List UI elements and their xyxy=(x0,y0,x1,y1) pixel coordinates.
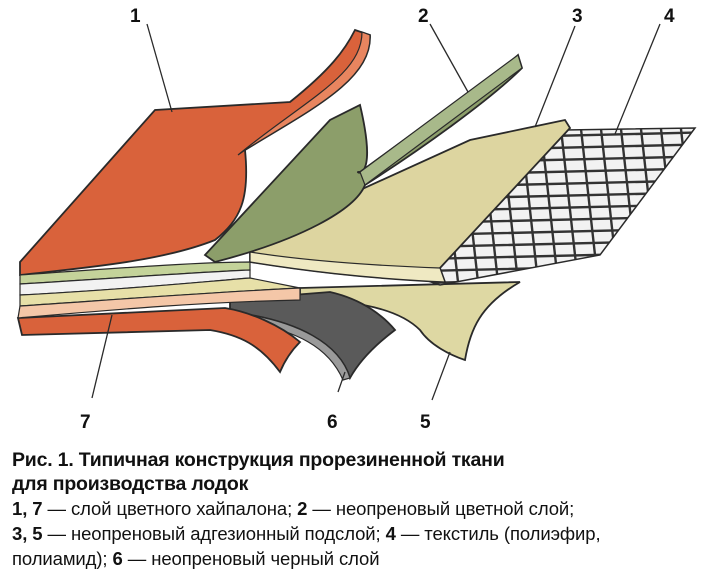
legend-text-3-5: — неопреновый адгезионный подслой; xyxy=(42,523,386,544)
callout-5: 5 xyxy=(420,412,431,433)
layer-stack-edge xyxy=(17,261,301,319)
caption-title: Рис. 1. Типичная конструкция прорезиненн… xyxy=(12,448,696,496)
layer-3-edge xyxy=(249,251,446,283)
callout-6: 6 xyxy=(327,412,338,433)
caption-legend: 1, 7 — слой цветного хайпалона; 2 — неоп… xyxy=(12,496,696,571)
layer-1-curl-edge xyxy=(237,31,371,156)
legend-text-4: — текстиль (полиэфир, полиамид); xyxy=(12,523,601,569)
figure-caption: Рис. 1. Типичная конструкция прорезиненн… xyxy=(12,448,696,571)
callout-1: 1 xyxy=(130,6,141,27)
leader-lines xyxy=(91,23,661,401)
caption-title-line-1: Рис. 1. Типичная конструкция прорезиненн… xyxy=(12,449,505,471)
caption-title-line-2: для производства лодок xyxy=(12,473,249,495)
legend-key-2: 2 xyxy=(297,498,308,519)
legend-text-2: — неопреновый цветной слой; xyxy=(307,498,575,519)
layer-7-hypalon-bottom xyxy=(16,307,302,374)
legend-text-1-7: — слой цветного хайпалона; xyxy=(42,498,298,519)
callout-2: 2 xyxy=(418,6,429,27)
legend-key-4: 4 xyxy=(385,523,396,544)
callout-4: 4 xyxy=(664,6,675,27)
legend-text-6: — неопреновый черный слой xyxy=(122,548,380,569)
legend-key-3-5: 3, 5 xyxy=(12,523,43,544)
legend-line-2: 3, 5 — неопреновый адгезионный подслой; … xyxy=(12,521,696,571)
callout-7: 7 xyxy=(80,412,91,433)
layered-fabric-diagram: 1 2 3 4 7 6 5 xyxy=(16,6,697,433)
callout-3: 3 xyxy=(572,6,583,27)
legend-key-6: 6 xyxy=(112,548,123,569)
legend-key-1-7: 1, 7 xyxy=(12,498,43,519)
legend-line-1: 1, 7 — слой цветного хайпалона; 2 — неоп… xyxy=(12,496,696,521)
layer-2-edge xyxy=(359,54,523,186)
